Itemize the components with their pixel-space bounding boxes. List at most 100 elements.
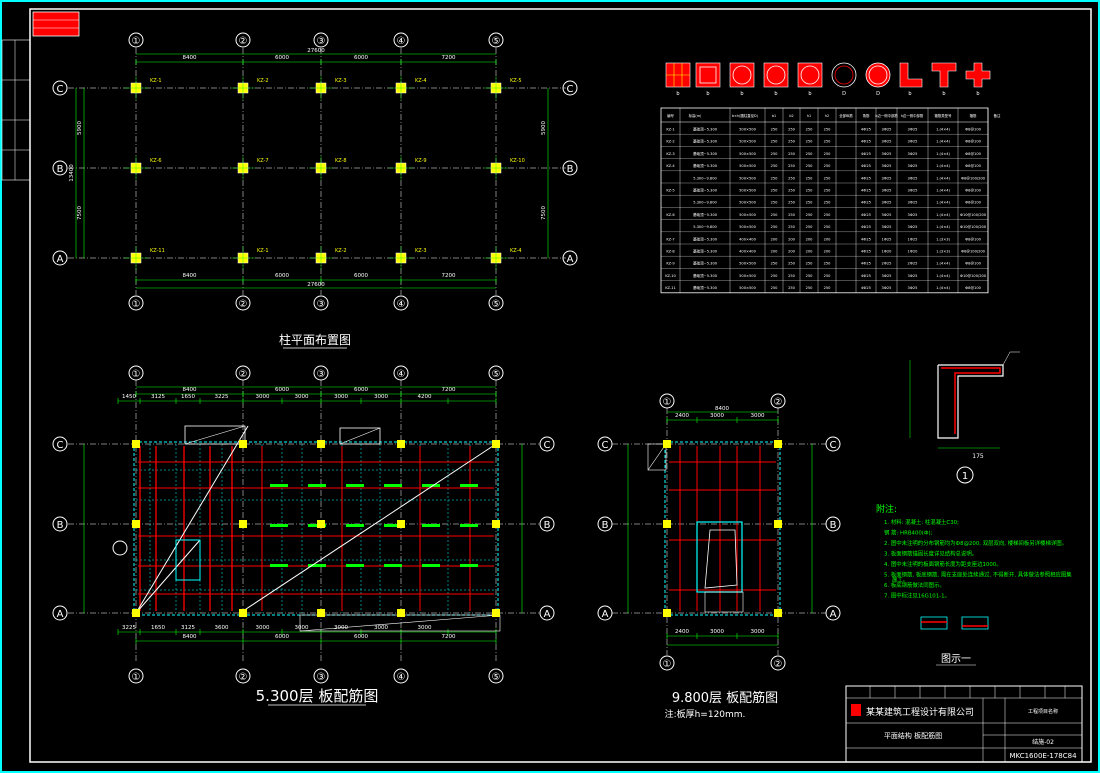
col-axis-right-0-label: C — [567, 84, 574, 95]
slab2-stair-outline — [704, 529, 738, 589]
shape-T — [931, 62, 957, 88]
shape-inner-circle-3 — [766, 65, 786, 85]
table-cell-10-3: 200 — [771, 250, 779, 254]
col-axis-bottom-1-circle — [235, 295, 251, 311]
table-cell-2-4: 250 — [788, 152, 796, 156]
slab1-axis-top-0-label: ① — [132, 369, 141, 380]
slab2-dim-bottom-text-0: 2400 — [675, 629, 689, 635]
slab2-axis-top-1-circle — [770, 393, 786, 409]
table-cell-5-12: Ф8@100 — [965, 189, 982, 193]
slab1-outline — [133, 441, 499, 616]
col-axis-top-0-circle — [128, 32, 144, 48]
table-cell-5-11: 1.(4×4) — [936, 189, 950, 193]
column-tag-1-0: KZ-6 — [150, 158, 162, 164]
note-line-6-0: 6. 板底钢筋做法同图示。 — [884, 581, 945, 589]
slab2-axis-right-1-label: B — [830, 520, 837, 531]
slab1-dim-detail-bottom-text-8: 3000 — [418, 625, 432, 631]
table-cell-6-12: Ф8@100 — [965, 201, 982, 205]
table-cell-13-8: 4Ф25 — [861, 286, 871, 290]
table-cell-8-11: 1.(4×4) — [936, 225, 950, 229]
slab2-dim-bottom-text-2: 3000 — [751, 629, 765, 635]
col-axis-bottom-0-circle — [128, 295, 144, 311]
table-cell-1-4: 250 — [788, 140, 796, 144]
slab1-dim-detail-bottom-text-5: 3000 — [295, 625, 309, 631]
title-block[interactable]: 某某建筑工程设计有限公司 工程项目名称 平面结构 板配筋图 结施-02 MKC1… — [845, 685, 1083, 763]
shape-label-7: b — [908, 91, 911, 97]
slab2-axis-left-0-label: C — [602, 440, 609, 451]
note-line-2-0: 2. 图中未注明的分布钢筋均为Ф8@200, 双层双向, 楼梯间板另详楼梯详图。 — [884, 539, 1067, 547]
table-cell-10-0: KZ-8 — [666, 250, 675, 254]
shape-inner-circle-4 — [800, 65, 820, 85]
slab1-dim-spans-text-3: 7200 — [442, 387, 456, 393]
col-axis-bottom-2-circle — [313, 295, 329, 311]
table-cell-11-1: 基础顶~5.300 — [693, 261, 718, 266]
col-dim-v-text-b-1: 7500 — [541, 206, 547, 220]
slab1-opening-diag-2 — [339, 427, 381, 445]
table-cell-12-1: 基础顶~5.300 — [693, 273, 718, 278]
table-cell-5-0: KZ-5 — [666, 189, 674, 193]
column-tag-2-2: KZ-2 — [335, 248, 347, 254]
table-cell-11-10: 2Ф25 — [908, 262, 918, 266]
slab-edge-section-detail[interactable]: 175 1 — [909, 351, 1020, 484]
slab1-column-1-1 — [239, 520, 247, 528]
slab1-dim-detail-bottom-text-3: 3600 — [215, 625, 229, 631]
slab1-axis-right-0-label: C — [544, 440, 551, 451]
slab-plan-9800-title: 9.800层 板配筋图 — [672, 690, 778, 706]
slab1-axis-bottom-4-circle — [488, 668, 504, 684]
shape-label-1: b — [706, 91, 709, 97]
table-cell-3-8: 4Ф25 — [861, 164, 871, 168]
table-cell-3-9: 3Ф25 — [882, 164, 892, 168]
note-line-1-0: 钢 筋: HRB400(Ф); — [884, 529, 933, 537]
shape-round-6 — [865, 62, 891, 88]
drawing-name: 平面结构 板配筋图 — [884, 731, 942, 740]
slab1-column-2-2 — [317, 609, 325, 617]
rebar-detail-sketches — [920, 616, 989, 630]
slab1-axis-top-2-label: ③ — [317, 369, 326, 380]
table-header-10: h边一侧中部筋 — [901, 113, 924, 118]
slab2-dim-top-text-1: 3000 — [710, 413, 724, 419]
shape-label-6: D — [876, 91, 880, 97]
slab1-rebar-label-5-2 — [460, 564, 478, 567]
table-header-13: 备注 — [994, 113, 1001, 118]
column-tag-2-1: KZ-1 — [257, 248, 269, 254]
slab1-axis-right-1-label: B — [544, 520, 551, 531]
table-cell-13-10: 3Ф25 — [908, 286, 918, 290]
col-axis-left-2-circle — [52, 250, 68, 266]
col-dim-bottom-text-1: 6000 — [275, 273, 289, 279]
table-header-3: b1 — [772, 114, 776, 118]
table-cell-12-4: 250 — [788, 274, 796, 278]
slab2-column-2-0 — [663, 609, 671, 617]
slab1-dim-detail-top-text-8: 4200 — [418, 394, 432, 400]
table-cell-0-0: KZ-1 — [666, 128, 674, 132]
slab1-section-mark — [112, 540, 128, 556]
slab2-axis-top-1-label: ② — [774, 397, 783, 408]
slab2-axis-left-2-label: A — [602, 609, 609, 620]
slab1-column-0-3 — [397, 440, 405, 448]
slab1-dim-detail-bottom-text-7: 3000 — [374, 625, 388, 631]
slab1-rebar-label-1-0 — [308, 484, 326, 487]
table-cell-11-9: 2Ф25 — [882, 262, 892, 266]
column-tag-2-3: KZ-3 — [415, 248, 427, 254]
slab-plan-9800-note: 注:板厚h=120mm. — [665, 708, 746, 720]
table-cell-4-11: 1.(4×4) — [936, 176, 950, 180]
col-axis-top-3-label: ④ — [397, 36, 406, 47]
table-cell-3-1: 基础顶~5.300 — [693, 163, 718, 168]
table-cell-10-5: 200 — [806, 250, 814, 254]
table-cell-7-10: 3Ф25 — [908, 213, 918, 217]
table-cell-7-2: 500×500 — [739, 213, 756, 217]
table-cell-2-0: KZ-3 — [666, 152, 674, 156]
slab1-axis-bottom-2-label: ③ — [317, 672, 326, 683]
table-cell-12-12: Ф10@100/200 — [960, 274, 987, 278]
table-cell-11-6: 250 — [824, 262, 832, 266]
slab1-rebar-label-1-2 — [308, 564, 326, 567]
table-header-7: 全部纵筋 — [839, 113, 853, 118]
table-cell-4-2: 500×500 — [739, 176, 756, 180]
col-dim-bottom-text-3: 7200 — [442, 273, 456, 279]
column-plan-title: 柱平面布置图 — [279, 332, 351, 347]
